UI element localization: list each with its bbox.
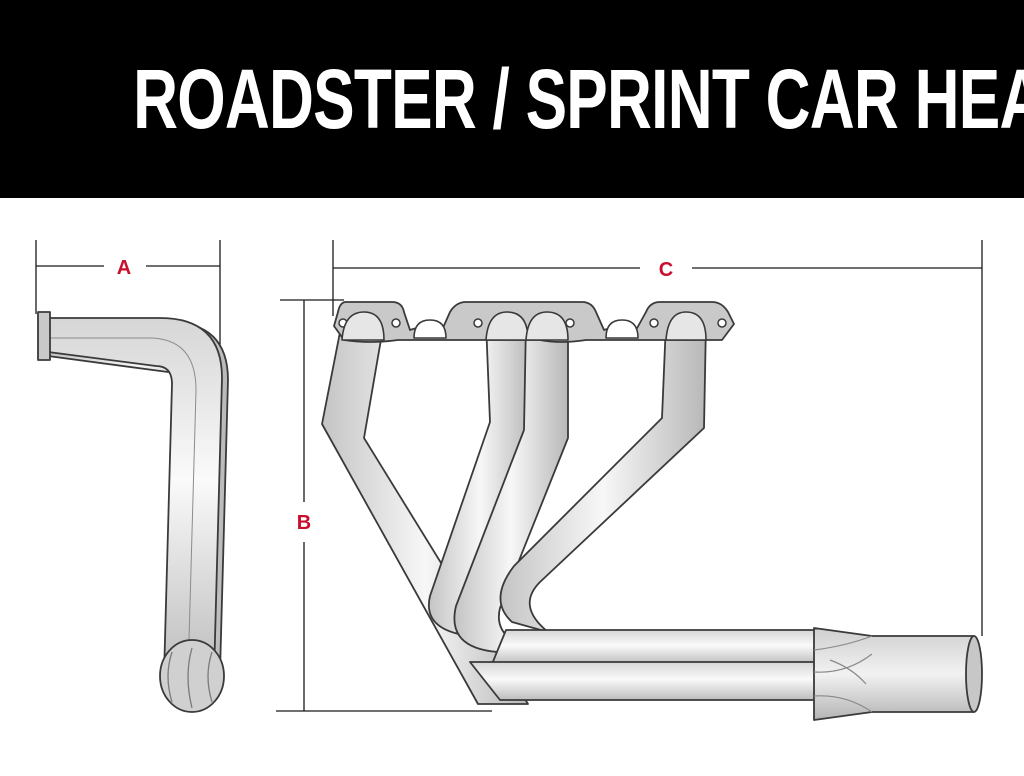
bolt-hole-2 bbox=[391, 318, 401, 328]
merge-run-lower bbox=[469, 661, 817, 701]
dimension-c-label: C bbox=[659, 259, 673, 281]
collector-outlet bbox=[965, 635, 983, 713]
side-view-flange bbox=[37, 311, 51, 361]
dimension-labels: A C B bbox=[117, 257, 673, 534]
flange-ports bbox=[413, 319, 639, 339]
flange-port-open-2 bbox=[605, 319, 639, 339]
side-view-collector-end bbox=[159, 639, 225, 713]
collector-cone bbox=[813, 627, 975, 721]
page-title: ROADSTER / SPRINT CAR HEADERS bbox=[133, 52, 1024, 146]
tube-top-end-1 bbox=[341, 311, 385, 341]
dimension-b-label: B bbox=[297, 512, 311, 534]
bolt-hole-6 bbox=[717, 318, 727, 328]
bolt-hole-5 bbox=[649, 318, 659, 328]
tube-top-end-3 bbox=[525, 311, 569, 341]
bolt-hole-4 bbox=[565, 318, 575, 328]
header-dimension-diagram: A C B bbox=[35, 240, 983, 721]
dimension-lines bbox=[35, 240, 983, 712]
flange-bolt-holes bbox=[338, 318, 727, 328]
tube-top-ends bbox=[341, 311, 707, 341]
collector-merge-lines bbox=[813, 635, 873, 713]
tube-top-end-4 bbox=[665, 311, 707, 341]
dimension-a-label: A bbox=[117, 257, 131, 279]
title-banner: ROADSTER / SPRINT CAR HEADERS bbox=[0, 0, 1024, 198]
flange-port-open-1 bbox=[413, 319, 447, 339]
side-view-tube-crease bbox=[50, 337, 197, 677]
top-view-header bbox=[321, 301, 983, 721]
side-view-tube-front bbox=[47, 317, 223, 677]
side-view-collector-tube-ends bbox=[167, 647, 213, 709]
side-view-header bbox=[37, 311, 229, 713]
merge-run-upper bbox=[491, 629, 817, 665]
bolt-hole-3 bbox=[473, 318, 483, 328]
